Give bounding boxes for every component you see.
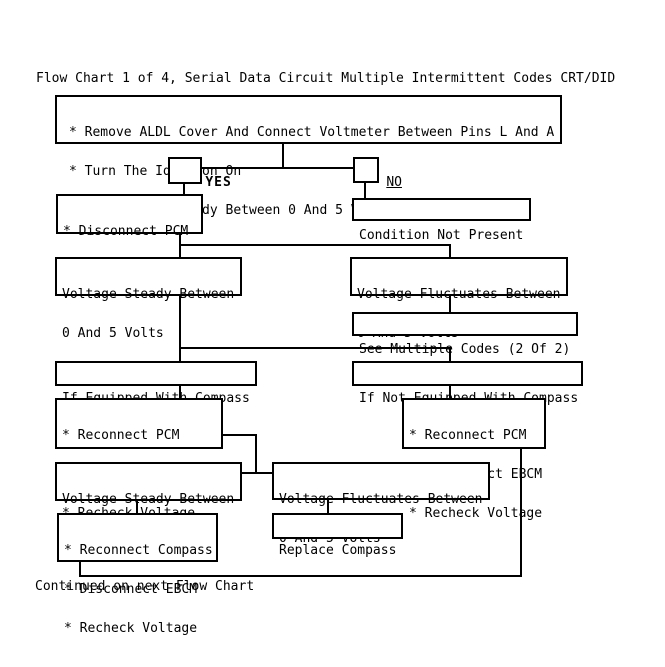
node-replace-compass: Replace Compass [272,513,403,557]
connector-line [242,472,272,474]
node-reconnect-pcm-disconnect-compass: * Reconnect PCM * Disconnect Compass * R… [55,398,223,520]
connector-line [223,434,257,436]
connector-line [202,167,354,169]
connector-line [79,575,522,577]
connector-line [364,182,366,198]
node-voltage-steady-1: Voltage Steady Between 0 And 5 Volts [55,257,242,340]
connector-line [282,143,284,168]
footer-continued-note: Continued on next Flow Chart [35,579,255,594]
node-see-multiple-codes: See Multiple Codes (2 Of 2) [352,312,578,356]
connector-line [449,347,451,361]
connector-line [449,386,451,398]
no-branch-badge: NO [353,157,402,189]
connector-line [449,296,451,312]
flowchart-title: Flow Chart 1 of 4, Serial Data Circuit M… [36,71,616,86]
connector-line [449,244,451,257]
connector-line [179,296,181,361]
node-voltage-fluctuates-1: Voltage Fluctuates Between 0 And 5 Volts [350,257,568,340]
node-reconnect-compass-disconnect-ebcm: * Reconnect Compass * Disconnect EBCM * … [57,513,218,635]
connector-line [255,434,257,474]
node-condition-not-present: Condition Not Present [352,198,531,242]
node-reconnect-pcm-disconnect-ebcm: * Reconnect PCM * Disconnect EBCM * Rech… [402,398,546,520]
connector-line [79,562,81,577]
yes-branch-badge: YES [168,157,231,189]
node-voltage-steady-2: Voltage Steady Between 0 And 5 Volts [55,462,242,545]
connector-line [183,183,185,194]
node-if-not-equipped-with-compass: If Not Equipped With Compass [352,361,583,405]
connector-line [179,347,451,349]
node-if-equipped-with-compass: If Equipped With Compass [55,361,257,405]
connector-line [520,449,522,577]
node-voltage-fluctuates-2: Voltage Fluctuates Between 0 And 5 Volts [272,462,490,545]
connector-line [327,500,329,513]
connector-line [179,244,451,246]
connector-line [179,386,181,398]
node-initial-steps: * Remove ALDL Cover And Connect Voltmete… [55,95,562,217]
node-disconnect-pcm-recheck: * Disconnect PCM * Recheck Voltage [56,194,203,277]
connector-line [136,501,138,513]
